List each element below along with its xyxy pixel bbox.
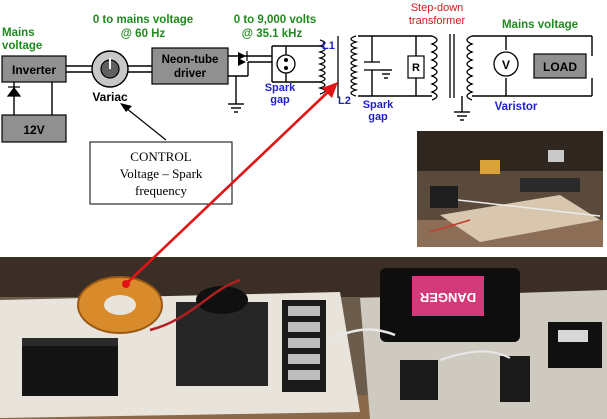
voltmeter-icon: V <box>493 51 519 77</box>
spark-gap-1-line1: Spark <box>265 82 296 94</box>
zero-to-mains-label: 0 to mains voltage <box>93 14 193 26</box>
l1-label: L1 <box>322 40 335 52</box>
spark-gap-2-icon <box>364 61 380 71</box>
step-down-line1: Step-down <box>411 2 464 14</box>
spark-gap-2-line2: gap <box>368 111 388 123</box>
neon-driver-box: Neon-tube driver <box>151 47 229 85</box>
at-60hz-label: @ 60 Hz <box>121 28 166 40</box>
at-35khz-label: @ 35.1 kHz <box>242 28 303 40</box>
variac-label: Variac <box>92 90 128 104</box>
control-box: CONTROL Voltage – Spark frequency <box>89 141 233 205</box>
spark-gap-1-line2: gap <box>270 94 290 106</box>
neon-driver-line2: driver <box>174 68 206 80</box>
control-line2: frequency <box>135 183 187 198</box>
tesla-coil-icon <box>317 35 359 98</box>
resistor-label: R <box>412 62 420 74</box>
control-title: CONTROL <box>130 149 191 164</box>
zero-to-9000-label: 0 to 9,000 volts <box>234 14 316 26</box>
varistor-label: Varistor <box>495 101 538 113</box>
mains-voltage-right-label: Mains voltage <box>502 19 578 31</box>
control-line1: Voltage – Spark <box>120 166 203 181</box>
inverter-box: Inverter <box>1 55 67 83</box>
danger-sticker-text: DANGER <box>419 290 476 305</box>
rectifier-diodes-icon <box>238 51 248 66</box>
step-down-line2: transformer <box>409 15 466 27</box>
mains-voltage-left-line1: Mains <box>2 27 35 39</box>
main-apparatus-photo: DANGER <box>0 257 607 419</box>
inset-photo <box>417 131 603 247</box>
voltmeter-label: V <box>502 58 510 72</box>
resistor-box: R <box>407 55 425 79</box>
control-arrow <box>120 103 167 141</box>
inverter-label: Inverter <box>12 63 56 77</box>
step-down-transformer-icon <box>430 34 474 101</box>
diode-icon <box>6 86 22 97</box>
load-box: LOAD <box>533 53 587 79</box>
mains-voltage-left-line2: voltage <box>2 40 42 52</box>
load-label: LOAD <box>543 60 577 74</box>
ground-symbols <box>228 69 470 121</box>
wires <box>13 35 593 115</box>
battery-label: 12V <box>23 123 44 137</box>
l2-label: L2 <box>338 95 351 107</box>
spark-gap-1-icon <box>276 54 296 74</box>
red-pointer-arrow <box>122 82 338 288</box>
spark-gap-2-line1: Spark <box>363 99 394 111</box>
neon-driver-line1: Neon-tube <box>162 54 219 66</box>
battery-box: 12V <box>1 114 67 143</box>
variac-symbol <box>91 50 129 88</box>
